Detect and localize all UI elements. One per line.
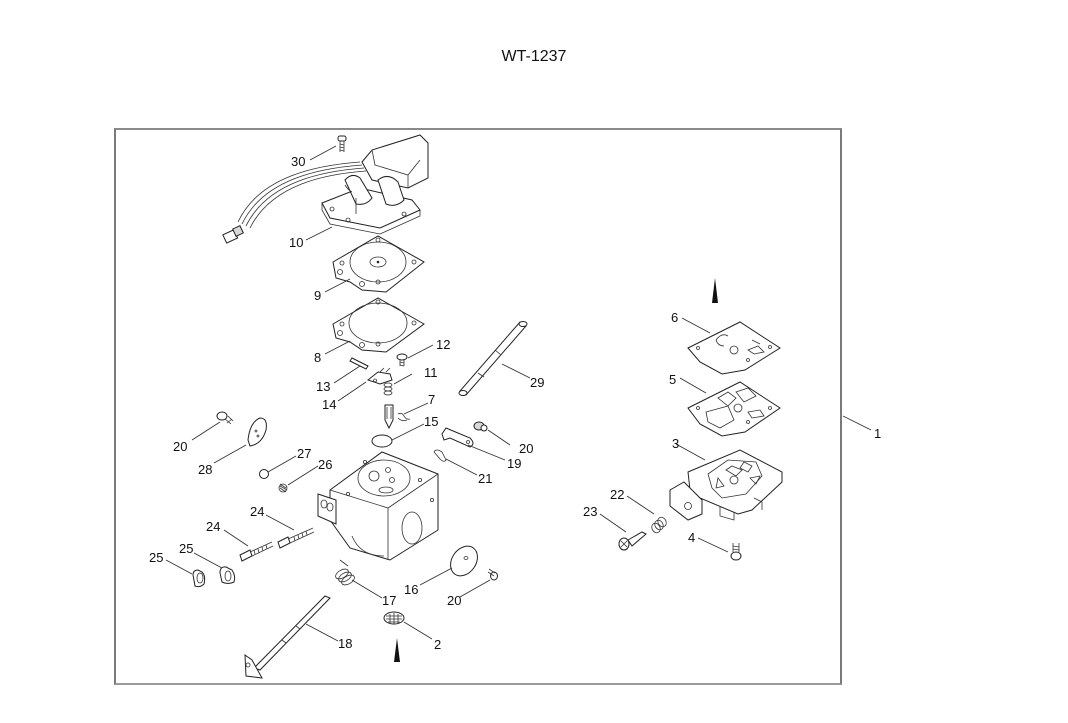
part-20-screw-throttle-valve[interactable] [487,568,498,581]
callout-28: 28 [198,462,212,477]
flow-arrow-bottom-icon [394,638,400,662]
part-28-choke-valve[interactable] [247,417,267,447]
part-20-screw-choke-valve[interactable] [216,411,234,425]
part-26-spring[interactable] [278,483,288,493]
callout-5: 5 [669,372,676,387]
part-4-screw[interactable] [730,543,742,561]
diagram-title: WT-1237 [501,48,567,65]
flow-arrow-top-icon [712,278,718,303]
part-19-choke-lever[interactable] [441,427,474,448]
callout-21: 21 [478,471,492,486]
part-24-adjusting-needle-right[interactable] [277,527,315,549]
callout-3: 3 [672,436,679,451]
part-18-throttle-shaft[interactable] [244,595,331,679]
callout-10: 10 [289,235,303,250]
callout-20-left: 20 [173,439,187,454]
part-2-inlet-screen[interactable] [383,611,405,625]
part-5-diaphragm[interactable] [687,381,781,437]
callout-24-right: 24 [250,504,264,519]
carburetor-body[interactable] [317,451,439,561]
callout-26: 26 [318,457,332,472]
part-29-choke-shaft[interactable] [458,321,528,396]
callout-15: 15 [424,414,438,429]
part-15-cup-plug[interactable] [371,434,393,448]
callout-labels: 30 10 9 8 12 13 11 14 7 15 29 20 19 21 2… [149,154,881,652]
callout-16: 16 [404,582,418,597]
part-13-pin[interactable] [349,357,369,370]
part-16-throttle-valve[interactable] [445,541,483,581]
part-7-inlet-needle[interactable] [384,404,411,430]
callout-4: 4 [688,530,695,545]
part-30-screw[interactable] [337,135,347,152]
callout-8: 8 [314,350,321,365]
part-24-adjusting-needle-left[interactable] [239,541,274,562]
leader-lines [165,145,872,642]
callout-17: 17 [382,593,396,608]
callout-29: 29 [530,375,544,390]
part-25-limiter-cap-left[interactable] [192,569,206,588]
callout-19: 19 [507,456,521,471]
callout-20-lower: 20 [447,593,461,608]
callout-12: 12 [436,337,450,352]
callout-25-left: 25 [149,550,163,565]
part-25-limiter-cap-right[interactable] [219,566,236,584]
part-8-gasket[interactable] [332,297,425,353]
callout-23: 23 [583,504,597,519]
part-10-solenoid-assembly[interactable] [222,134,429,244]
callout-18: 18 [338,636,352,651]
callout-6: 6 [671,310,678,325]
callout-2: 2 [434,637,441,652]
callout-13: 13 [316,379,330,394]
part-20-screw-choke-lever[interactable] [473,421,488,432]
callout-27: 27 [297,446,311,461]
part-9-pump-diaphragm[interactable] [332,235,425,293]
callout-24-left: 24 [206,519,220,534]
part-12-screw[interactable] [396,353,408,367]
callout-20-upper: 20 [519,441,533,456]
part-23-screw[interactable] [618,531,647,551]
callout-9: 9 [314,288,321,303]
part-6-gasket[interactable] [687,321,781,375]
part-14-metering-lever[interactable] [366,367,393,385]
part-27-ball[interactable] [259,469,269,479]
callout-30: 30 [291,154,305,169]
part-21-clip[interactable] [433,449,447,462]
part-11-spring[interactable] [383,382,393,396]
part-22-spring[interactable] [650,516,668,535]
callout-22: 22 [610,487,624,502]
callout-1: 1 [874,426,881,441]
callout-14: 14 [322,397,336,412]
part-3-pump-cover[interactable] [669,449,783,521]
part-17-spring[interactable] [334,559,356,587]
diagram-frame [114,128,842,685]
callout-11: 11 [424,365,438,380]
callout-25-right: 25 [179,541,193,556]
callout-7: 7 [428,392,435,407]
